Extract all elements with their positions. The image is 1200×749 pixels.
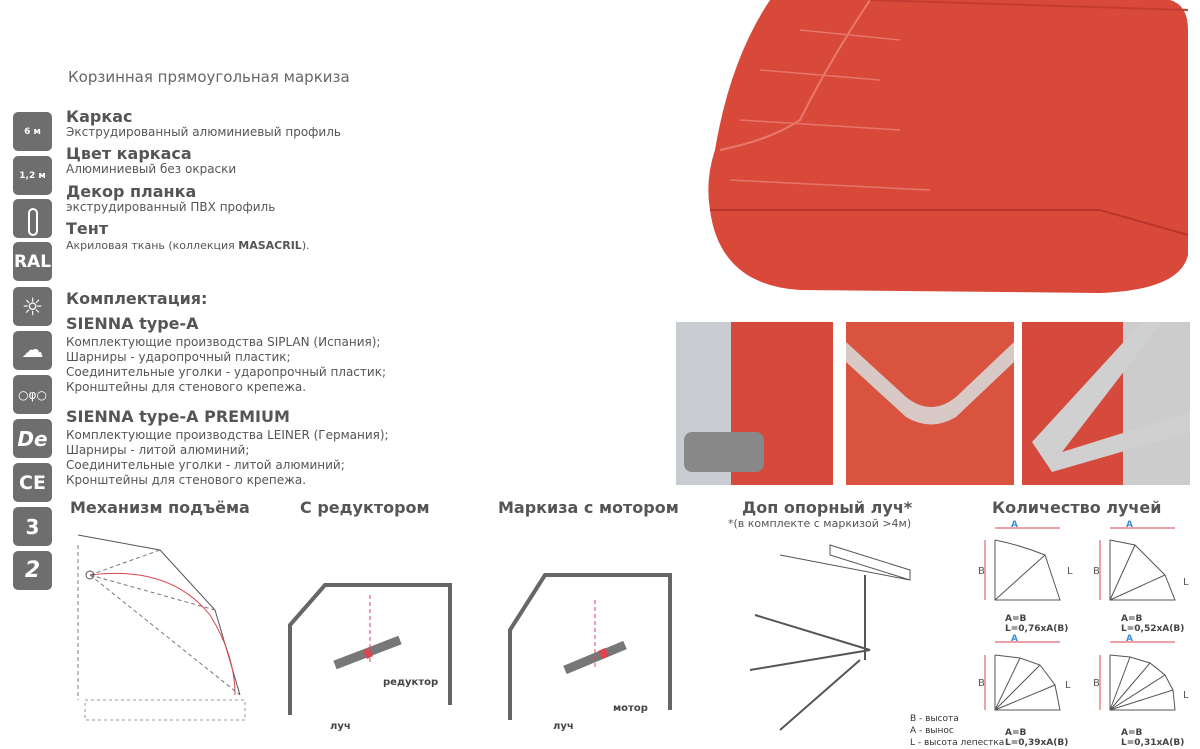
bracket-photo bbox=[1022, 322, 1190, 485]
kit-heading: Комплектация: bbox=[66, 289, 208, 308]
kit-a-lines: Комплектующие производства SIPLAN (Испан… bbox=[66, 335, 386, 395]
warranty-3-years-icon: 3 bbox=[13, 507, 52, 546]
ray-label: луч bbox=[330, 721, 351, 732]
rays-title: Количество лучей bbox=[992, 498, 1162, 517]
dim-b: B bbox=[1093, 678, 1100, 689]
spec-heading: Декор планка bbox=[66, 182, 197, 201]
extra-ray-note: *(в комплекте с маркизой >4м) bbox=[728, 517, 912, 530]
legend-a: A - вынос bbox=[910, 726, 954, 736]
kit-line: Соединительные уголки - ударопрочный пла… bbox=[66, 365, 386, 379]
icon-label: RAL bbox=[13, 251, 52, 272]
dim-b: B bbox=[978, 678, 985, 689]
corner-photo bbox=[846, 322, 1014, 485]
icon-label: 6 м bbox=[24, 126, 41, 137]
icon-label: 1,2 м bbox=[19, 170, 46, 181]
remote-control-icon bbox=[13, 199, 52, 238]
rain-icon: ☁ bbox=[13, 331, 52, 370]
crank-icon: ○φ○ bbox=[13, 375, 52, 414]
eq: A=B bbox=[1121, 728, 1143, 738]
spec-heading: Тент bbox=[66, 219, 109, 238]
formula: L=0,52xA(B) bbox=[1121, 624, 1185, 634]
awning-image bbox=[708, 0, 1189, 293]
reducer-drawing bbox=[288, 583, 452, 715]
eq: A=B bbox=[1005, 728, 1027, 738]
ral-icon: RAL bbox=[13, 242, 52, 281]
spec-heading: Каркас bbox=[66, 107, 133, 126]
kit-line: Шарниры - литой алюминий; bbox=[66, 443, 250, 457]
motor-title: Маркиза с мотором bbox=[498, 498, 679, 517]
hinge-photo bbox=[676, 322, 833, 485]
eq: A=B bbox=[1121, 614, 1143, 624]
dim-b: B bbox=[978, 566, 985, 577]
lift-mechanism-drawing bbox=[77, 534, 246, 721]
ray-count-diagrams bbox=[984, 527, 1176, 711]
dim-b: B bbox=[1093, 566, 1100, 577]
kit-premium-lines: Комплектующие производства LEINER (Герма… bbox=[66, 428, 389, 488]
text: Акриловая ткань (коллекция bbox=[66, 239, 239, 252]
page-title: Корзинная прямоугольная маркиза bbox=[68, 68, 350, 86]
projection-1-2m-icon: 1,2 м bbox=[13, 156, 52, 195]
dim-l: L bbox=[1067, 566, 1073, 577]
spec-text: Акриловая ткань (коллекция MASACRIL). bbox=[66, 238, 310, 253]
icon-label: De bbox=[17, 426, 48, 451]
spec-heading: Цвет каркаса bbox=[66, 144, 192, 163]
icon-label: 3 bbox=[25, 514, 40, 539]
motor-drawing bbox=[508, 573, 672, 720]
sun-icon: ☼ bbox=[13, 287, 52, 326]
ray-label: луч bbox=[553, 721, 574, 732]
spec-text: экструдированный ПВХ профиль bbox=[66, 200, 276, 214]
dim-a: A bbox=[1011, 520, 1018, 530]
kit-line: Комплектующие производства LEINER (Герма… bbox=[66, 428, 389, 442]
extra-ray-drawing bbox=[749, 544, 911, 731]
germany-de-icon: De bbox=[13, 419, 52, 458]
formula: L=0,39xA(B) bbox=[1005, 738, 1069, 748]
kit-line: Комплектующие производства SIPLAN (Испан… bbox=[66, 335, 381, 349]
legend-l: L - высота лепестка bbox=[910, 738, 1005, 749]
eq: A=B bbox=[1005, 614, 1027, 624]
spec-text: Алюминиевый без окраски bbox=[66, 162, 237, 176]
dim-l: L bbox=[1183, 577, 1189, 588]
reducer-title: С редуктором bbox=[300, 498, 430, 517]
kit-line: Соединительные уголки - литой алюминий; bbox=[66, 458, 345, 472]
reducer-label: редуктор bbox=[383, 677, 439, 688]
legend-b: B - высота bbox=[910, 714, 959, 724]
width-6m-icon: 6 м bbox=[13, 112, 52, 151]
collection-name: MASACRIL bbox=[238, 239, 302, 252]
icon-label: CE bbox=[19, 471, 46, 494]
text: ). bbox=[301, 239, 310, 252]
bracket-drawing bbox=[1032, 322, 1190, 472]
ce-mark-icon: CE bbox=[13, 463, 52, 502]
motor-label: мотор bbox=[613, 703, 648, 714]
dim-a: A bbox=[1011, 634, 1018, 644]
kit-line: Кронштейны для стенового крепежа. bbox=[66, 473, 307, 487]
formula: L=0,31xA(B) bbox=[1121, 738, 1185, 748]
corner-joint-drawing bbox=[846, 342, 1014, 425]
kit-a-title: SIENNA type-A bbox=[66, 314, 199, 333]
formula: L=0,76xA(B) bbox=[1005, 624, 1069, 634]
dim-a: A bbox=[1126, 634, 1133, 644]
dim-l: L bbox=[1065, 680, 1071, 691]
kit-line: Кронштейны для стенового крепежа. bbox=[66, 380, 307, 394]
kit-line: Шарниры - ударопрочный пластик; bbox=[66, 350, 291, 364]
spec-text: Экструдированный алюминиевый профиль bbox=[66, 125, 341, 139]
wind-class-2-icon: 2 bbox=[13, 551, 52, 590]
dim-l: L bbox=[1183, 690, 1189, 701]
dim-a: A bbox=[1126, 520, 1133, 530]
extra-ray-title: Доп опорный луч* bbox=[742, 498, 913, 517]
mechanism-title: Механизм подъёма bbox=[70, 498, 250, 517]
kit-premium-title: SIENNA type-A PREMIUM bbox=[66, 407, 290, 426]
icon-label: 2 bbox=[24, 558, 41, 583]
